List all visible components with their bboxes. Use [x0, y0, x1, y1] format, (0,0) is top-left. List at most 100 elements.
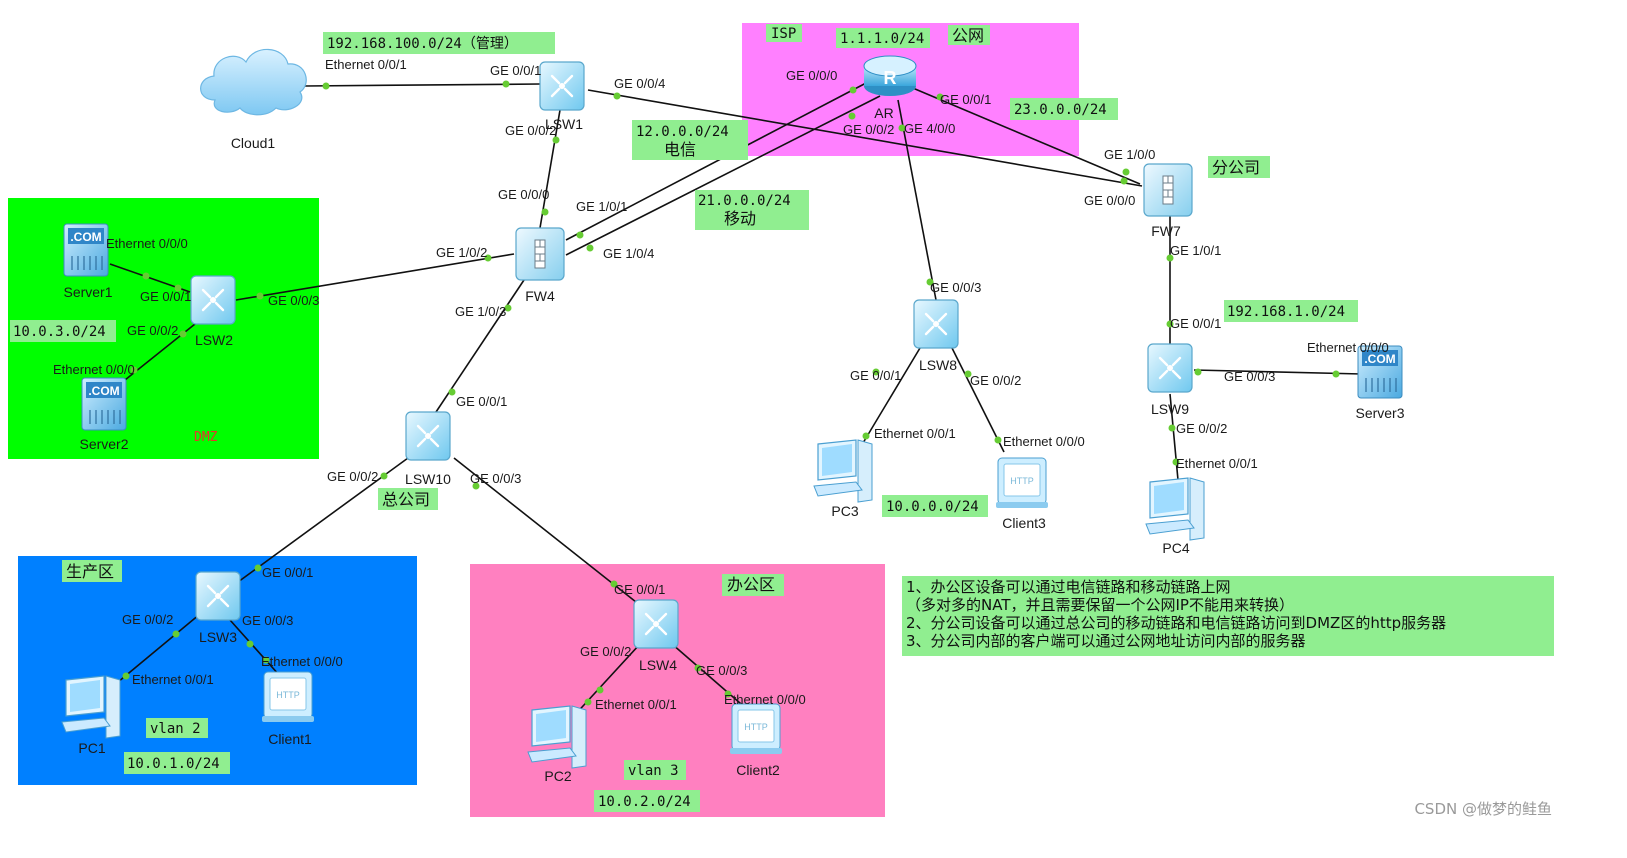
- svg-text:.COM: .COM: [88, 384, 119, 398]
- office-zone-label: 办公区: [727, 575, 775, 594]
- ar-router-icon[interactable]: R: [863, 55, 917, 96]
- client1-http-icon[interactable]: HTTP: [261, 671, 315, 723]
- port-label: GE 0/0/3: [242, 613, 293, 628]
- dmz-network-label: 10.0.3.0/24: [13, 324, 106, 340]
- telecom-network-label: 12.0.0.0/24: [636, 124, 729, 140]
- lsw1-switch-icon[interactable]: [538, 60, 586, 112]
- client2-http-icon[interactable]: HTTP: [729, 703, 783, 755]
- port-label: Ethernet 0/0/0: [53, 362, 135, 377]
- port-label: Ethernet 0/0/0: [1307, 340, 1389, 355]
- branch-label: 分公司: [1212, 158, 1260, 177]
- lsw9-switch-icon[interactable]: [1146, 342, 1194, 394]
- link-lsw10-lsw3: [237, 457, 409, 583]
- lsw4-switch-icon[interactable]: [632, 598, 680, 650]
- port-label: GE 0/0/3: [268, 293, 319, 308]
- server1-icon[interactable]: .COM: [63, 223, 109, 277]
- link-lsw10-lsw4: [453, 457, 637, 603]
- lsw8-switch-icon[interactable]: [912, 298, 960, 350]
- port-label: GE 0/0/1: [940, 92, 991, 107]
- svg-text:.COM: .COM: [70, 230, 101, 244]
- link-ar-fw7: [907, 85, 1141, 185]
- port-label: GE 0/0/0: [498, 187, 549, 202]
- cloud-icon[interactable]: [200, 48, 307, 116]
- lsw4-name: LSW4: [639, 657, 677, 673]
- port-label: GE 0/0/3: [930, 280, 981, 295]
- fw7-firewall-icon[interactable]: [1143, 163, 1193, 217]
- port-label: Ethernet 0/0/0: [724, 692, 806, 707]
- port-label: GE 0/0/2: [127, 323, 178, 338]
- port-label: Ethernet 0/0/1: [595, 697, 677, 712]
- vlan3-network-label: 10.0.2.0/24: [598, 794, 691, 810]
- link-lsw1-fw7: [587, 89, 1143, 187]
- isp-lan-label: 10.0.0.0/24: [886, 499, 979, 515]
- svg-text:.COM: .COM: [1364, 352, 1395, 366]
- link-fw4-ar-mobile: [565, 95, 881, 256]
- port-label: Ethernet 0/0/0: [261, 654, 343, 669]
- dmz-zone-label: DMZ: [194, 430, 218, 445]
- port-label: GE 0/0/3: [1224, 369, 1275, 384]
- ar-name: AR: [874, 105, 893, 121]
- link-cloud1-lsw1: [304, 83, 541, 87]
- watermark: CSDN @做梦的鲑鱼: [1414, 800, 1552, 818]
- vlan2-label: vlan 2: [150, 721, 201, 737]
- server3-icon[interactable]: .COM: [1357, 345, 1403, 399]
- pc3-icon[interactable]: [813, 439, 873, 503]
- link-ar-lsw8: [897, 99, 937, 301]
- requirement-line: 2、分公司设备可以通过总公司的移动链路和电信链路访问到DMZ区的http服务器: [906, 614, 1446, 632]
- lsw10-switch-icon[interactable]: [404, 410, 452, 462]
- mgmt-network-label: 192.168.100.0/24（管理）: [327, 36, 518, 52]
- branch-lan-label: 192.168.1.0/24: [1227, 304, 1345, 320]
- server2-name: Server2: [79, 436, 128, 452]
- pc1-icon[interactable]: [61, 675, 121, 739]
- link-lsw3-pc1: [105, 613, 201, 693]
- pc4-name: PC4: [1162, 540, 1189, 556]
- label-boxes: [10, 24, 1554, 812]
- lsw2-switch-icon[interactable]: [189, 274, 237, 326]
- port-label: GE 0/0/1: [1170, 316, 1221, 331]
- lsw1-name: LSW1: [545, 116, 583, 132]
- port-label: GE 1/0/0: [1104, 147, 1155, 162]
- link-fw4-lsw2: [235, 253, 515, 301]
- link-lsw8-client3: [951, 347, 1005, 453]
- port-label: GE 0/0/1: [490, 63, 541, 78]
- port-label: GE 0/0/0: [786, 68, 837, 83]
- router-badge-text: R: [884, 68, 897, 88]
- link-fw4-ar-telecom: [565, 81, 869, 241]
- port-label: Ethernet 0/0/0: [106, 236, 188, 251]
- port-label: Ethernet 0/0/1: [132, 672, 214, 687]
- vlan2-network-label: 10.0.1.0/24: [127, 756, 220, 772]
- client1-name: Client1: [268, 731, 312, 747]
- port-label: GE 0/0/0: [1084, 193, 1135, 208]
- port-label: GE 0/0/2: [580, 644, 631, 659]
- port-label: Ethernet 0/0/1: [325, 57, 407, 72]
- link-lsw4-client2: [671, 643, 749, 711]
- link-lsw4-pc2: [571, 643, 641, 719]
- client3-http-icon[interactable]: HTTP: [995, 457, 1049, 509]
- port-label: GE 0/0/2: [970, 373, 1021, 388]
- port-label: GE 0/0/2: [843, 122, 894, 137]
- vlan3-label: vlan 3: [628, 763, 679, 779]
- hq-label: 总公司: [382, 490, 430, 509]
- server2-icon[interactable]: .COM: [81, 377, 127, 431]
- fw7-name: FW7: [1151, 223, 1181, 239]
- mobile-cn-label: 移动: [724, 209, 756, 228]
- branch-wan-label: 23.0.0.0/24: [1014, 102, 1107, 118]
- lsw2-name: LSW2: [195, 332, 233, 348]
- port-label: GE 0/0/1: [262, 565, 313, 580]
- pc2-icon[interactable]: [527, 705, 587, 769]
- lsw9-name: LSW9: [1151, 401, 1189, 417]
- link-lsw8-pc3: [859, 347, 921, 449]
- pc4-icon[interactable]: [1145, 477, 1205, 541]
- requirement-line: 1、办公区设备可以通过电信链路和移动链路上网: [906, 578, 1231, 596]
- port-labels: Ethernet 0/0/1 GE 0/0/1 GE 0/0/4 GE 0/0/…: [53, 57, 1389, 712]
- lsw3-switch-icon[interactable]: [194, 570, 242, 622]
- telecom-cn-label: 电信: [664, 140, 696, 159]
- fw4-firewall-icon[interactable]: [515, 227, 565, 281]
- port-label: GE 0/0/2: [122, 612, 173, 627]
- pc1-name: PC1: [78, 740, 105, 756]
- port-label: GE 0/0/1: [850, 368, 901, 383]
- svg-text:HTTP: HTTP: [276, 690, 300, 700]
- port-label: GE 0/0/1: [456, 394, 507, 409]
